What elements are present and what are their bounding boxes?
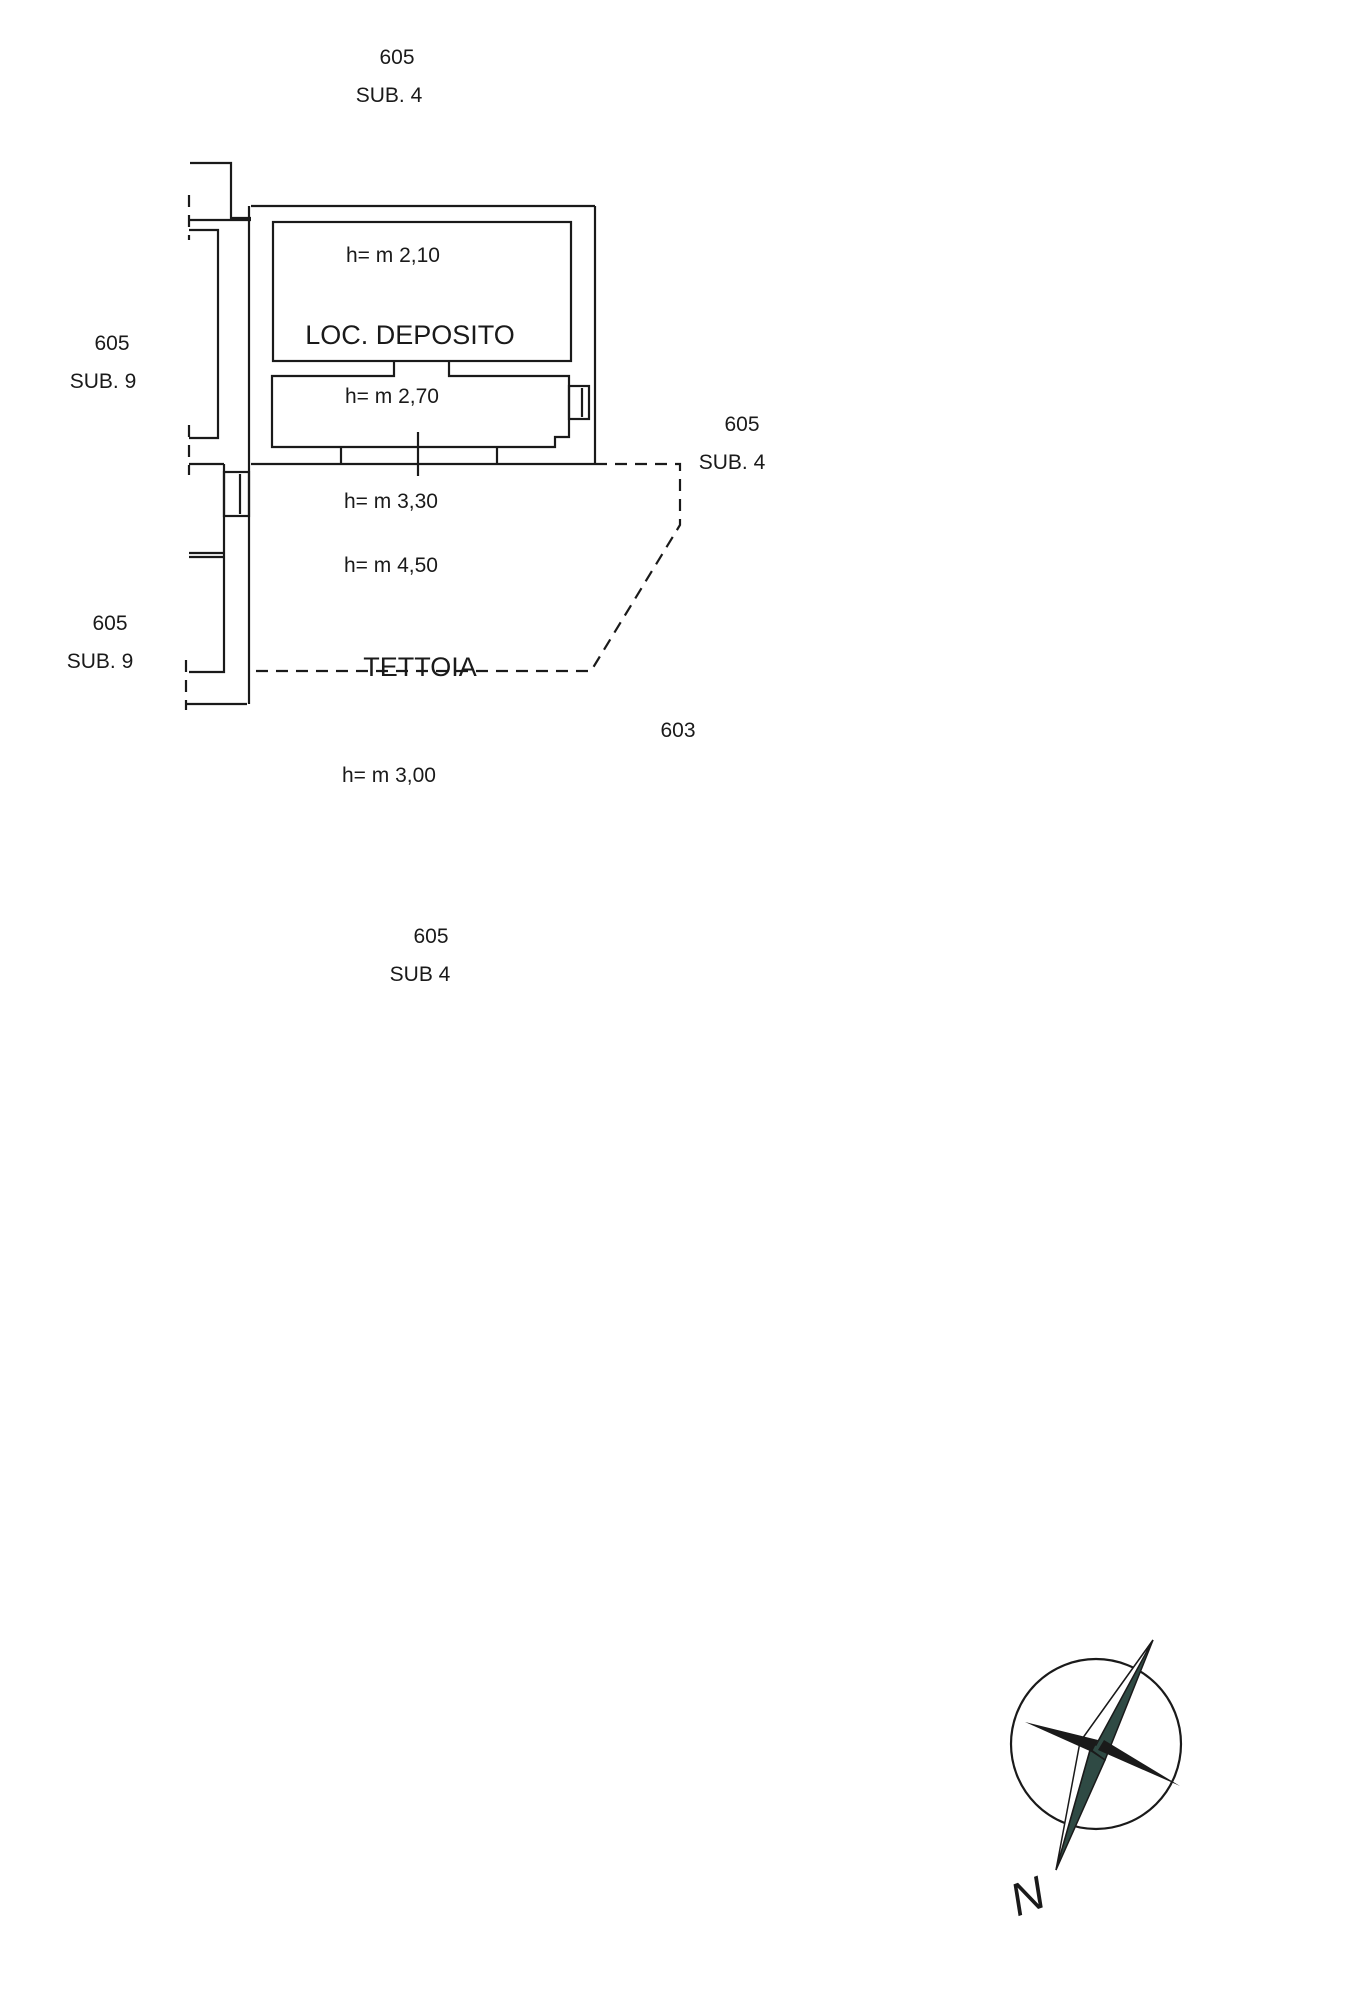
deposito-walls [247, 204, 597, 704]
room-name-deposito: LOC. DEPOSITO [305, 320, 515, 350]
parcel-bottom-number: 605 [413, 925, 448, 948]
height-label: h= m 3,00 [342, 764, 436, 787]
room-name-tettoia: TETTOIA [363, 652, 477, 682]
parcel-top-sub: SUB. 4 [356, 84, 423, 107]
north-label: N [1003, 1866, 1053, 1926]
height-label: h= m 3,30 [344, 490, 438, 513]
left-neighbour-walls [184, 161, 251, 710]
parcel-603-number: 603 [660, 719, 695, 742]
parcel-right-number: 605 [724, 413, 759, 436]
height-label: h= m 2,10 [346, 244, 440, 267]
window-icon [567, 384, 591, 421]
parcel-left-upper-sub: SUB. 9 [70, 370, 137, 393]
parcel-left-upper-number: 605 [94, 332, 129, 355]
height-label: h= m 4,50 [344, 554, 438, 577]
parcel-left-lower-number: 605 [92, 612, 127, 635]
north-arrow-icon: N [1003, 1639, 1183, 1926]
height-label: h= m 2,70 [345, 385, 439, 408]
tettoia-outline [251, 462, 682, 673]
parcel-bottom-sub: SUB 4 [390, 963, 451, 986]
window-icon [222, 470, 251, 518]
parcel-top-number: 605 [379, 46, 414, 69]
parcel-right-sub: SUB. 4 [699, 451, 766, 474]
parcel-left-lower-sub: SUB. 9 [67, 650, 134, 673]
